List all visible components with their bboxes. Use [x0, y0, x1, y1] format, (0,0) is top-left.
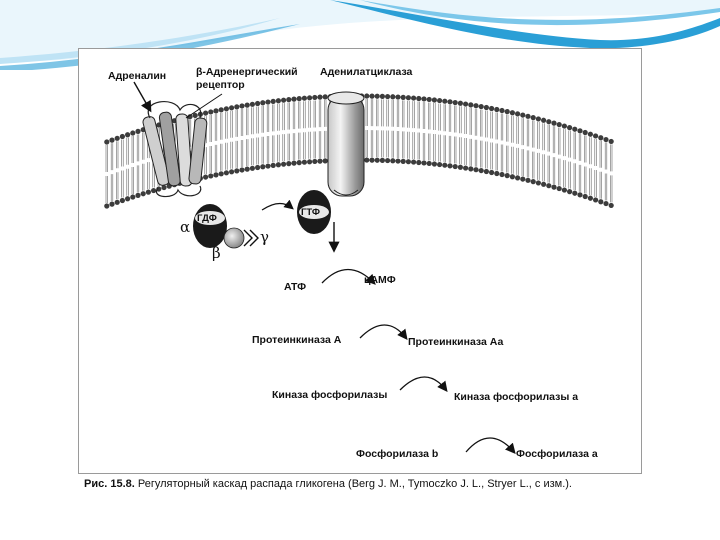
- cascade-to-2: Протеинкиназа Аа: [408, 336, 503, 348]
- cascade-from-4: Фосфорилаза b: [356, 448, 438, 460]
- beta-symbol: β: [212, 244, 221, 262]
- cascade-to-4: Фосфорилаза а: [516, 448, 598, 460]
- figure-caption: Рис. 15.8. Регуляторный каскад распада г…: [84, 478, 572, 490]
- beta-receptor-label-line1: β-Адренергический: [196, 66, 298, 78]
- gtp-label: ГТФ: [301, 207, 320, 219]
- cascade-arrow-3: [400, 377, 446, 390]
- cascade-arrow-4: [466, 438, 514, 452]
- caption-number: Рис. 15.8.: [84, 478, 135, 490]
- cascade-arrow-2: [360, 325, 406, 338]
- caption-text: Регуляторный каскад распада гликогена (B…: [138, 478, 572, 490]
- cascade-from-2: Протеинкиназа А: [252, 334, 341, 346]
- gdp-gtp-arrow: [262, 203, 292, 210]
- beta-receptor-label-line2: рецептор: [196, 79, 245, 91]
- adrenaline-arrow: [134, 82, 150, 110]
- cascade-from-3: Киназа фосфорилазы: [272, 389, 387, 401]
- gdp-label: ГДФ: [197, 213, 217, 225]
- gamma-symbol: γ: [260, 228, 269, 246]
- adenylate-cyclase-label: Аденилатциклаза: [320, 66, 412, 78]
- cascade-to-3: Киназа фосфорилазы а: [454, 391, 578, 403]
- alpha-symbol: α: [180, 218, 190, 236]
- adenylate-cyclase-shape: [328, 92, 364, 196]
- g-protein-gdp: [193, 204, 258, 248]
- cascade-from-1: АТФ: [284, 281, 306, 293]
- adrenaline-label: Адреналин: [108, 70, 166, 82]
- cascade-to-1: цАМФ: [364, 274, 396, 286]
